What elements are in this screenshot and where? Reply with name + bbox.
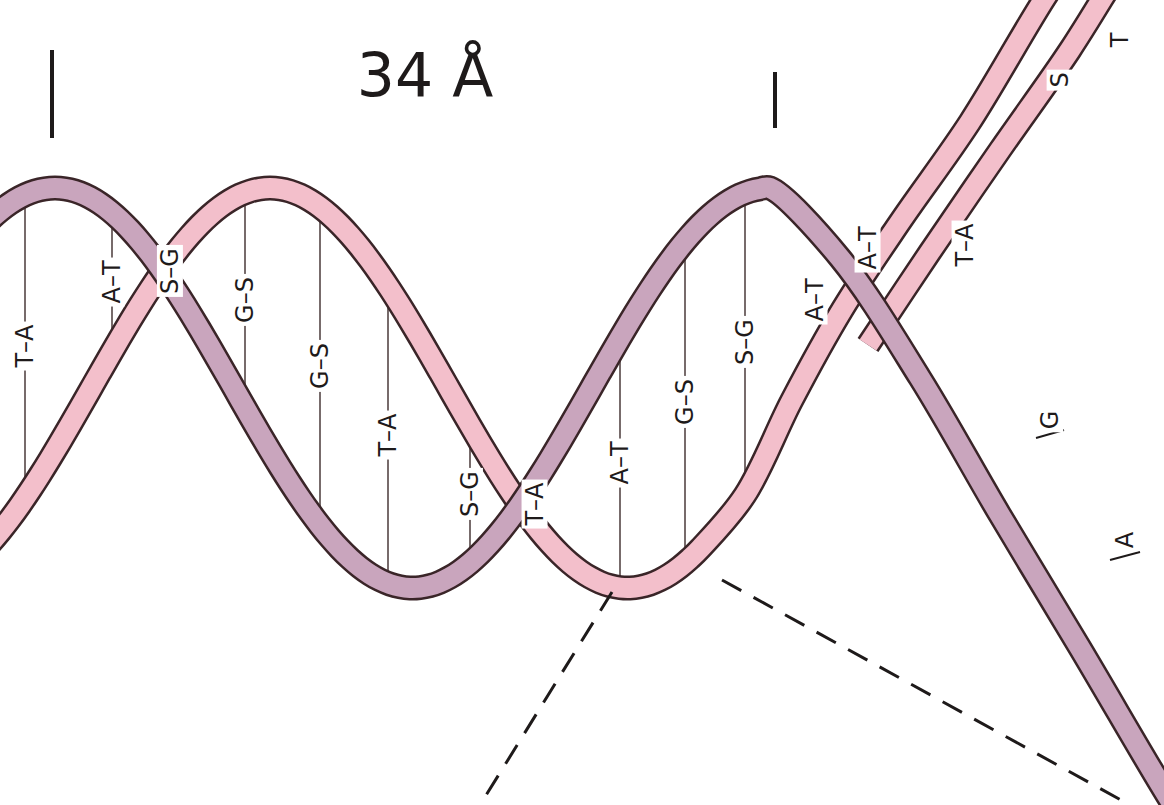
base-pair-label: T–A — [522, 480, 548, 529]
base-pair-label: A–T — [99, 258, 125, 307]
base-pair-label: S–G — [157, 245, 183, 297]
base-pair-label: T — [1107, 30, 1133, 51]
base-pair-label: G–S — [307, 340, 333, 392]
base-tick — [1110, 552, 1140, 560]
pitch-tick — [773, 72, 777, 128]
base-pair-label: S–G — [457, 468, 483, 520]
base-pair-label: A — [1112, 529, 1138, 551]
base-pair-label: S — [1047, 69, 1073, 90]
base-pair-label: G–S — [232, 274, 258, 326]
base-pair-label: A–T — [802, 275, 828, 324]
base-pair-label: A–T — [607, 438, 633, 487]
dashed-leader — [722, 580, 1130, 805]
strand-ribbon — [0, 187, 1164, 805]
dimension-label: 34 Å — [354, 44, 496, 106]
pitch-tick — [50, 50, 54, 138]
base-pair-label: G — [1037, 408, 1063, 433]
base-pair-label: G–S — [672, 376, 698, 428]
strand-ribbon — [0, 0, 1080, 588]
base-pair-label: T–A — [952, 220, 978, 269]
base-pair-label: A–T — [855, 223, 881, 272]
dashed-leader — [480, 592, 612, 805]
base-pair-label: S–G — [732, 316, 758, 368]
strand-outline — [0, 187, 1164, 805]
base-pair-label: T–A — [12, 322, 38, 371]
strand-outline — [0, 0, 1080, 588]
base-pair-label: T–A — [375, 410, 401, 459]
